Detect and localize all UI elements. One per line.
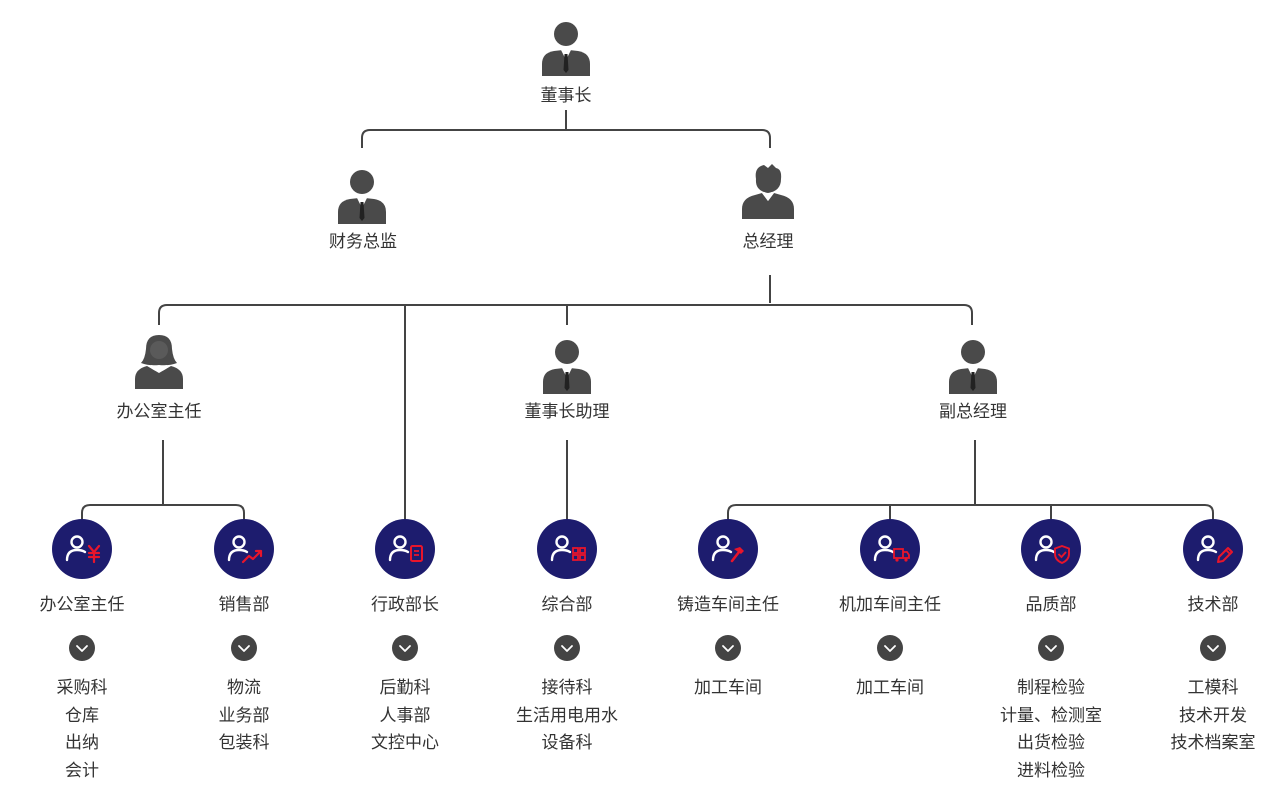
department-icon-circle [860, 519, 920, 579]
gm-label: 总经理 [742, 232, 794, 252]
cfo-avatar-icon [332, 168, 392, 224]
assistant-label: 董事长助理 [524, 402, 610, 422]
vice-gm-avatar-icon [943, 338, 1003, 394]
sub-list-item: 加工车间 [856, 678, 924, 698]
department-sub-list: 采购科仓库出纳会计 [0, 675, 182, 785]
sub-list-item: 生活用电用水 [516, 705, 618, 726]
department-icon-circle [537, 519, 597, 579]
truck-icon [893, 548, 910, 562]
sub-list-item: 仓库 [65, 705, 99, 726]
office-head-label: 办公室主任 [116, 402, 202, 422]
department-icon-circle [1021, 519, 1081, 579]
sub-list-item: 物流 [227, 678, 261, 698]
sub-list-item: 出纳 [65, 733, 99, 753]
sub-list-item: 制程检验 [1017, 678, 1085, 698]
department-sub-list: 加工车间 [628, 675, 828, 703]
expand-chevron-down-icon[interactable] [877, 635, 903, 661]
expand-chevron-down-icon[interactable] [231, 635, 257, 661]
expand-chevron-down-icon[interactable] [392, 635, 418, 661]
sub-list-item: 文控中心 [371, 733, 439, 753]
cfo-label: 财务总监 [329, 232, 397, 252]
office-head-avatar-icon [129, 333, 189, 389]
sub-list-item: 采购科 [56, 678, 108, 698]
chairman-label: 董事长 [540, 86, 592, 106]
document-icon [410, 545, 423, 562]
shield-check-icon [1054, 544, 1070, 565]
user-icon [711, 535, 733, 562]
department-icon-circle [375, 519, 435, 579]
department-label: 机加车间主任 [839, 595, 941, 615]
department-label: 技术部 [1187, 595, 1239, 615]
sub-list-item: 进料检验 [1017, 760, 1085, 781]
department-label: 行政部长 [371, 595, 439, 615]
user-icon [873, 535, 895, 562]
department-sub-list: 后勤科人事部文控中心 [305, 675, 505, 758]
expand-chevron-down-icon[interactable] [69, 635, 95, 661]
department-icon-circle [698, 519, 758, 579]
sub-list-item: 会计 [65, 760, 99, 781]
department-icon-circle [1183, 519, 1243, 579]
pencil-icon [1217, 547, 1233, 563]
department-label: 销售部 [218, 595, 270, 615]
department-sub-list: 接待科生活用电用水设备科 [467, 675, 667, 758]
sub-list-item: 后勤科 [379, 678, 431, 698]
department-icon-circle [52, 519, 112, 579]
yen-icon [87, 544, 101, 564]
department-sub-list: 物流业务部包装科 [144, 675, 344, 758]
department-label: 铸造车间主任 [677, 595, 779, 615]
chairman-avatar-icon [536, 20, 596, 76]
user-icon [388, 535, 410, 562]
department-icon-circle [214, 519, 274, 579]
department-label: 办公室主任 [39, 595, 125, 615]
sub-list-item: 出货检验 [1017, 733, 1085, 753]
vice-gm-label: 副总经理 [939, 402, 1007, 422]
grid-icon [572, 547, 586, 561]
hammer-icon [730, 547, 744, 563]
user-icon [550, 535, 572, 562]
assistant-avatar-icon [537, 338, 597, 394]
sub-list-item: 技术开发 [1179, 705, 1247, 726]
sub-list-item: 计量、检测室 [1000, 705, 1102, 726]
user-icon [1196, 535, 1218, 562]
sub-list-item: 人事部 [379, 705, 431, 726]
expand-chevron-down-icon[interactable] [1200, 635, 1226, 661]
department-sub-list: 工模科技术开发技术档案室 [1113, 675, 1280, 758]
user-icon [65, 535, 87, 562]
sub-list-item: 加工车间 [694, 678, 762, 698]
user-icon [1034, 535, 1056, 562]
trend-arrow-icon [241, 549, 263, 564]
sub-list-item: 接待科 [541, 678, 593, 698]
expand-chevron-down-icon[interactable] [715, 635, 741, 661]
sub-list-item: 工模科 [1187, 678, 1239, 698]
department-label: 品质部 [1025, 595, 1077, 615]
department-sub-list: 制程检验计量、检测室出货检验进料检验 [951, 675, 1151, 785]
expand-chevron-down-icon[interactable] [554, 635, 580, 661]
department-sub-list: 加工车间 [790, 675, 990, 703]
sub-list-item: 技术档案室 [1170, 733, 1256, 753]
department-label: 综合部 [541, 595, 593, 615]
sub-list-item: 包装科 [218, 733, 270, 753]
user-icon [227, 535, 249, 562]
sub-list-item: 设备科 [541, 733, 593, 753]
expand-chevron-down-icon[interactable] [1038, 635, 1064, 661]
sub-list-item: 业务部 [218, 705, 270, 726]
gm-avatar-icon [738, 163, 798, 219]
